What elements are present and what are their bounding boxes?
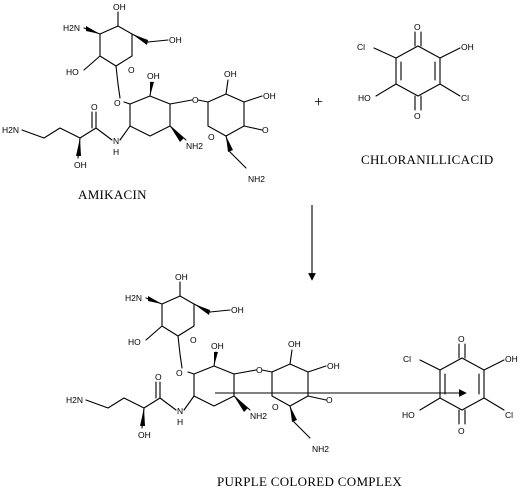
atom-o: O	[176, 368, 183, 378]
atom-o: O	[190, 335, 197, 345]
atom-oh: OH	[461, 42, 474, 52]
atom-nh2: NH2	[186, 141, 203, 151]
atom-oh: OH	[327, 361, 340, 371]
atom-cl: Cl	[505, 410, 513, 420]
atom-n: N	[177, 406, 183, 416]
atom-oh: OH	[211, 341, 224, 351]
atom-oh: OH	[505, 354, 518, 364]
amikacin-atom-labels: OH H2N OH HO O O OH O OH OH H2N O N H OH…	[2, 2, 276, 184]
atom-oh: O	[262, 125, 269, 135]
atom-cl: Cl	[461, 93, 469, 103]
atom-ho: HO	[128, 337, 141, 347]
atom-oh: O	[326, 395, 333, 405]
atom-o: O	[414, 22, 421, 32]
atom-h2n: H2N	[63, 23, 80, 33]
atom-ho: HO	[402, 410, 415, 420]
atom-oh: OH	[175, 272, 188, 282]
product-caption: PURPLE COLORED COMPLEX	[217, 474, 402, 489]
atom-oh: OH	[169, 35, 182, 45]
acid-bonds	[373, 31, 461, 111]
amikacin-caption: AMIKACIN	[78, 187, 147, 202]
atom-h2n: H2N	[66, 395, 83, 405]
atom-nh2: NH2	[312, 444, 329, 454]
atom-o: O	[458, 426, 465, 436]
atom-nh2: NH2	[250, 411, 267, 421]
atom-nh2: NH2	[248, 174, 265, 184]
product-amikacin-structure: OH H2N OH HO O O OH O OH OH H2N O N H OH…	[66, 272, 340, 454]
amikacin-bonds	[21, 11, 263, 169]
atom-oh: OH	[138, 430, 151, 440]
atom-ho: HO	[66, 67, 79, 77]
atom-h: H	[177, 417, 183, 427]
atom-h: H	[113, 147, 119, 157]
product-amikacin-bonds	[85, 281, 327, 439]
amikacin-stereo-wedges	[76, 26, 233, 156]
atom-o: O	[155, 372, 162, 382]
atom-o: O	[414, 111, 421, 121]
atom-o: O	[91, 102, 98, 112]
atom-o: O	[114, 98, 121, 108]
atom-h2n: H2N	[125, 293, 142, 303]
atom-oh: OH	[74, 160, 87, 170]
atom-n: N	[113, 136, 119, 146]
product-amikacin-stereo-wedges	[140, 296, 297, 426]
atom-ho: HO	[358, 93, 371, 103]
atom-oh: OH	[231, 305, 244, 315]
product-acid-bonds	[419, 343, 505, 425]
atom-oh: OH	[288, 339, 301, 349]
plus-sign: +	[314, 94, 323, 111]
atom-o: O	[208, 132, 215, 142]
atom-cl: Cl	[357, 42, 365, 52]
acid-atom-labels: Cl O OH HO O Cl	[357, 22, 474, 121]
atom-cl: Cl	[403, 354, 411, 364]
chloranilic-acid-structure: Cl O OH HO O Cl CHLORANILLICACID	[357, 22, 494, 167]
atom-oh: OH	[224, 69, 237, 79]
atom-o: O	[256, 365, 263, 375]
atom-o: O	[458, 334, 465, 344]
atom-h2n: H2N	[2, 125, 19, 135]
product-acid-structure: O Cl OH HO Cl O	[402, 334, 518, 436]
atom-oh: OH	[263, 91, 276, 101]
chloranilic-acid-caption: CHLORANILLICACID	[361, 152, 494, 167]
atom-o: O	[272, 402, 279, 412]
product-acid-atom-labels: O Cl OH HO Cl O	[402, 334, 518, 436]
atom-o: O	[192, 95, 199, 105]
amikacin-structure: OH H2N OH HO O O OH O OH OH H2N O N H OH…	[2, 2, 276, 202]
atom-oh: OH	[147, 71, 160, 81]
product-amikacin-atom-labels: OH H2N OH HO O O OH O OH OH H2N O N H OH…	[66, 272, 340, 454]
atom-o: O	[128, 65, 135, 75]
atom-oh: OH	[113, 2, 126, 12]
